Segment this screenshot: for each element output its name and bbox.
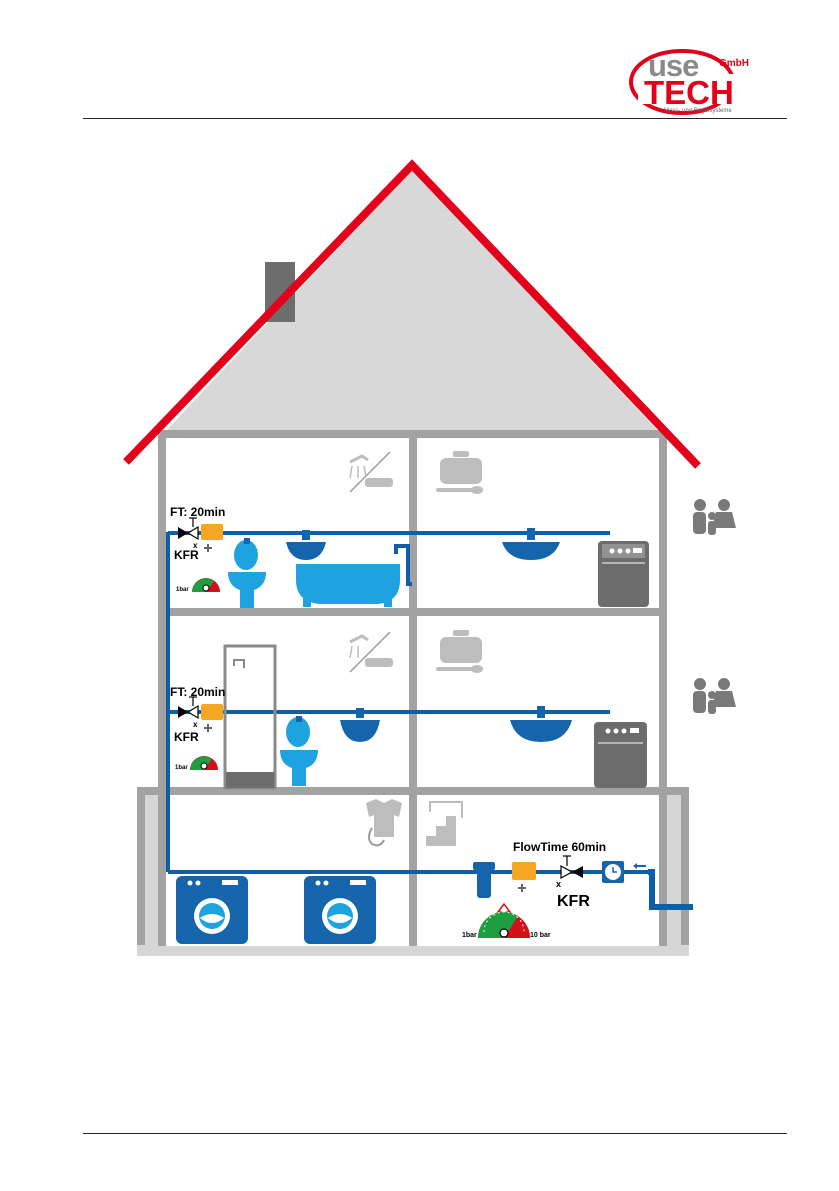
kfr-label-upper: KFR xyxy=(174,548,199,562)
washing-machine-left xyxy=(176,876,248,944)
flowtime-label-upper: FT: 20min xyxy=(170,505,225,519)
gauge-min-upper: 1bar xyxy=(176,587,189,593)
stove-upper xyxy=(598,541,649,607)
svg-text:x: x xyxy=(193,720,198,729)
gauge-min-middle: 1bar xyxy=(175,765,188,771)
controller-icon-upper xyxy=(201,524,223,540)
controller-icon-basement xyxy=(512,862,536,880)
stove-middle xyxy=(594,722,647,788)
washing-machine-right xyxy=(304,876,376,944)
gauge-min-basement: 1bar xyxy=(462,932,477,939)
gauge-max-basement: 10 bar xyxy=(530,932,551,939)
svg-text:x: x xyxy=(556,879,561,889)
kfr-label-middle: KFR xyxy=(174,730,199,744)
attic xyxy=(160,170,664,437)
kfr-label-basement: KFR xyxy=(557,893,590,910)
flowtime-label-middle: FT: 20min xyxy=(170,685,225,699)
bathtub-upper xyxy=(296,564,400,607)
controller-icon-middle xyxy=(201,704,223,720)
family-icon-upper xyxy=(693,499,736,535)
flowtime-label-basement: FlowTime 60min xyxy=(513,840,606,854)
family-icon-middle xyxy=(693,678,736,714)
